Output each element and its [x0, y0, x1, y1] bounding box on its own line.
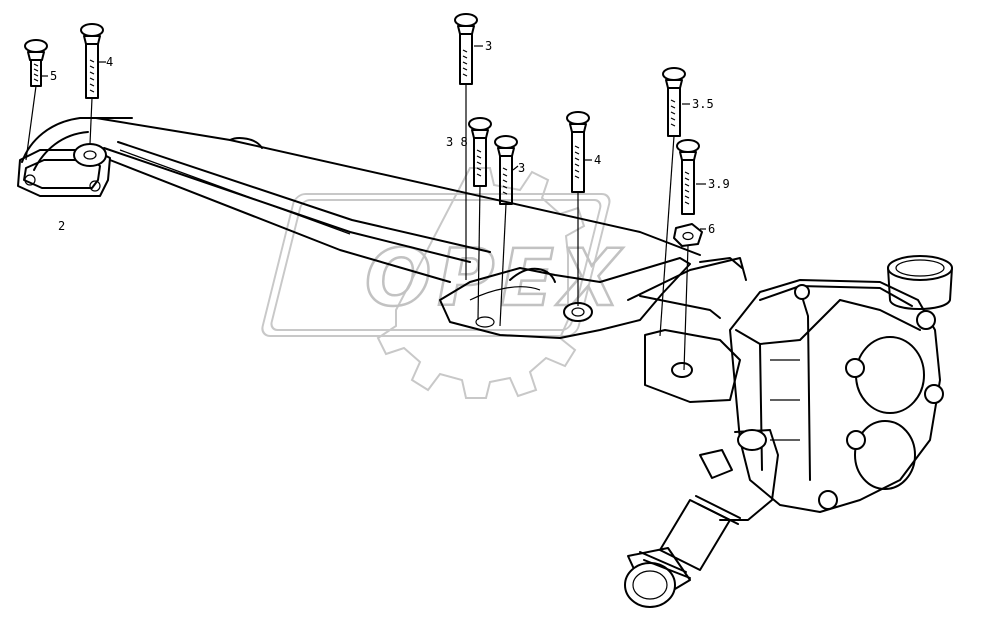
watermark-logo: OPEX [261, 167, 621, 399]
housing-bolt-heads [794, 284, 944, 510]
callout-3.9-label: 3.9 [708, 177, 730, 191]
bolt-3-top: 3 [454, 13, 492, 280]
bolt-4-left: 4 [80, 23, 113, 145]
callout-3.5-label: 3.5 [692, 97, 714, 111]
washer-6: 6 [673, 222, 715, 371]
callout-4-mid-label: 4 [594, 153, 601, 167]
bolt-5: 5 [24, 39, 57, 161]
bolt-3.9: 3.9 [676, 139, 730, 215]
callout-4-left-label: 4 [106, 55, 113, 69]
bolt-3.5: 3.5 [659, 67, 714, 337]
housing-part [729, 255, 953, 513]
callout-3.8-label: 3 8 [446, 135, 468, 149]
manifold-pipe [21, 117, 747, 403]
callout-5-label: 5 [50, 69, 57, 83]
callout-3-mid-label: 3 [518, 161, 525, 175]
hose-part [624, 429, 779, 608]
bolt-3-mid: 3 [494, 135, 525, 327]
bolt-3.8: 3 8 [446, 117, 492, 321]
gasket-callout: 2 [58, 219, 65, 233]
bolt-4-mid: 4 [566, 111, 601, 306]
callout-3-top-label: 3 [485, 39, 492, 53]
gasket-part [17, 149, 111, 197]
callout-6-label: 6 [708, 222, 715, 236]
callout-2-label: 2 [58, 219, 65, 233]
